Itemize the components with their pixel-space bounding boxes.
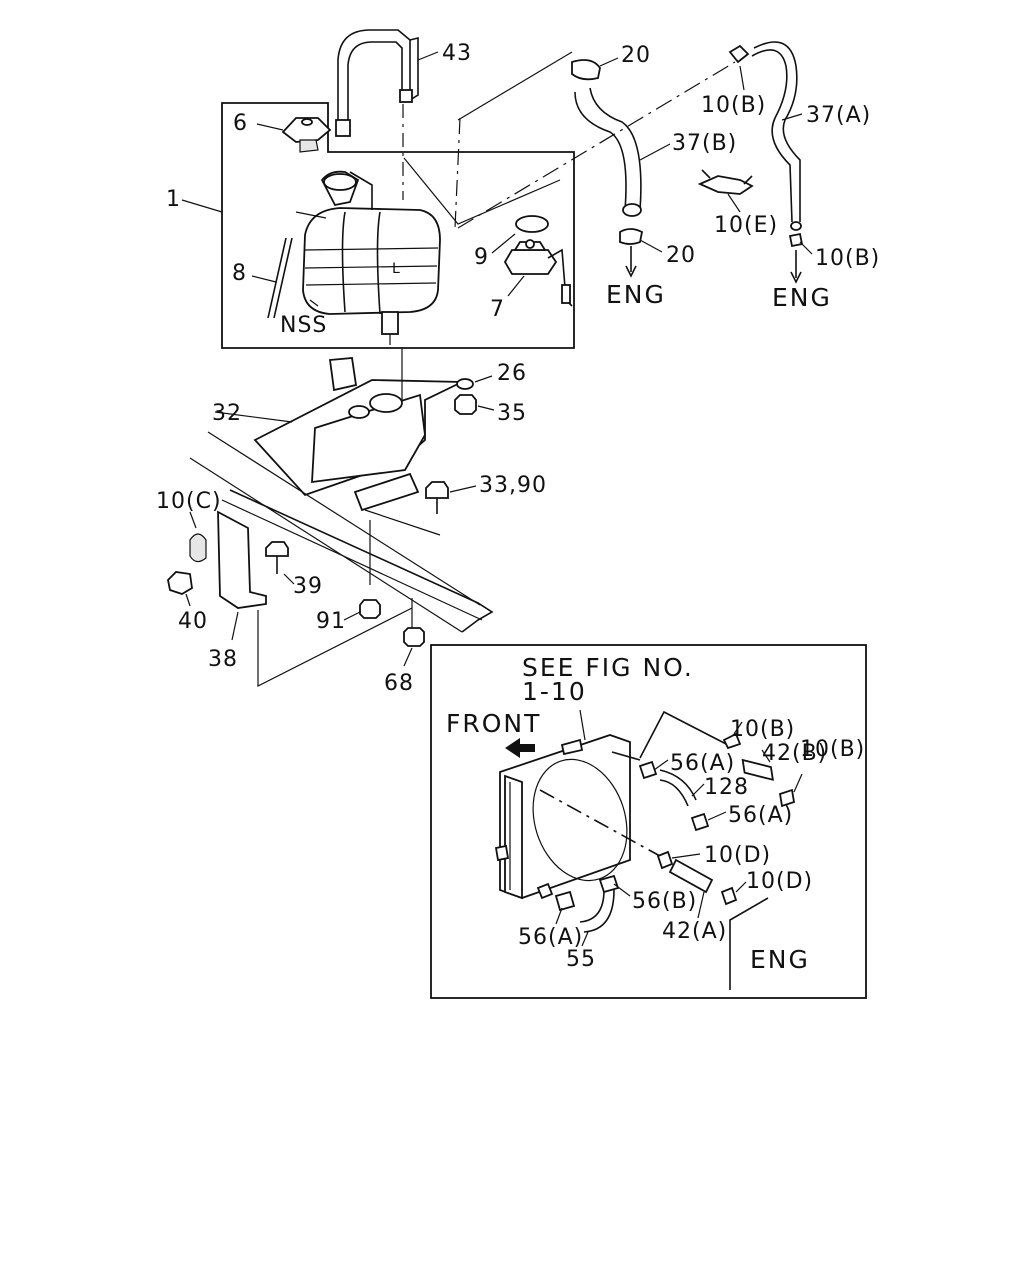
label-10d-1: 10(D) (704, 843, 771, 868)
bracket-32 (214, 348, 463, 512)
label-43: 43 (442, 41, 472, 66)
part-labels: 43 20 10(B) 37(A) 6 37(B) 1 10(E) 9 20 1… (156, 41, 880, 696)
label-56a-1: 56(A) (670, 751, 735, 776)
label-91: 91 (316, 609, 346, 634)
label-fig-no: 1-10 (522, 677, 587, 706)
label-32: 32 (212, 401, 242, 426)
label-33-90: 33,90 (479, 473, 547, 498)
label-128: 128 (704, 775, 749, 800)
clamp-10e (697, 169, 754, 213)
label-10d-2: 10(D) (746, 869, 813, 894)
bolt-33-90 (425, 481, 477, 514)
label-10b-b: 10(B) (800, 737, 865, 762)
label-20-bottom: 20 (666, 243, 696, 268)
label-see-fig: SEE FIG NO. (522, 653, 694, 682)
label-1: 1 (166, 187, 181, 212)
nut-91 (343, 599, 381, 621)
hose-37a (728, 41, 813, 284)
radiator-inset-box (430, 644, 867, 999)
nut-35 (454, 394, 495, 415)
label-26: 26 (497, 361, 527, 386)
label-56b: 56(B) (632, 889, 697, 914)
bracket-38 (167, 510, 413, 687)
cap-6 (256, 117, 332, 153)
label-eng-inset: ENG (750, 945, 810, 974)
label-55: 55 (566, 947, 596, 972)
label-68: 68 (384, 671, 414, 696)
label-front: FRONT (446, 709, 541, 738)
label-42b: 42(B) (762, 741, 827, 766)
label-10b-a: 10(B) (730, 717, 795, 742)
label-10b-right: 10(B) (815, 246, 880, 271)
svg-text:L: L (392, 261, 401, 277)
reservoir-assembly-box (221, 102, 575, 349)
bracket-43 (335, 29, 439, 137)
label-eng-2: ENG (772, 283, 832, 312)
label-37b: 37(B) (672, 131, 737, 156)
inset-labels: SEE FIG NO. 1-10 FRONT 10(B) 42(B) 10(B)… (446, 653, 865, 974)
level-sensor-7 (491, 215, 573, 307)
label-6: 6 (233, 111, 248, 136)
label-8: 8 (232, 261, 247, 286)
label-9: 9 (474, 245, 489, 270)
nut-68 (403, 598, 425, 667)
label-38: 38 (208, 647, 238, 672)
label-20-top: 20 (621, 43, 651, 68)
label-42a: 42(A) (662, 919, 727, 944)
label-35: 35 (497, 401, 527, 426)
label-nss: NSS (280, 313, 327, 338)
hose-8 (251, 211, 327, 319)
label-10b-top: 10(B) (701, 93, 766, 118)
label-39: 39 (293, 574, 323, 599)
label-eng-1: ENG (606, 280, 666, 309)
reservoir-tank-1: L (181, 157, 561, 345)
label-10e: 10(E) (714, 213, 778, 238)
washer-26 (456, 375, 493, 390)
label-37a: 37(A) (806, 103, 871, 128)
frame-rail (189, 431, 494, 633)
label-56a-2: 56(A) (728, 803, 793, 828)
label-56a-3: 56(A) (518, 925, 583, 950)
label-7: 7 (490, 297, 505, 322)
label-10c: 10(C) (156, 489, 222, 514)
label-40: 40 (178, 609, 208, 634)
hose-37b (571, 57, 671, 278)
